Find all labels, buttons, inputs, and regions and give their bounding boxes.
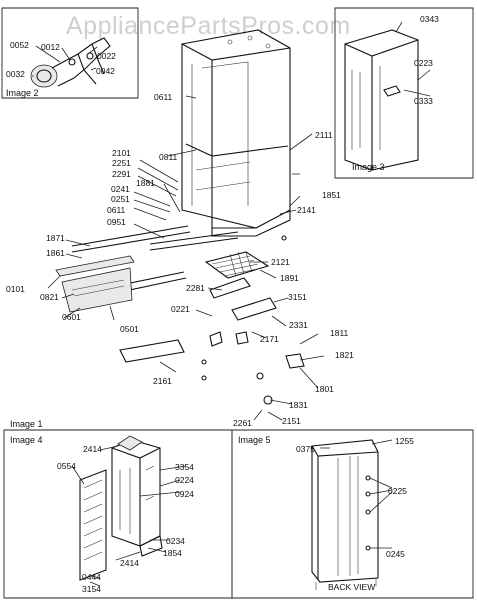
- label-0611: 0611: [154, 92, 173, 102]
- label-1881: 1881: [136, 178, 155, 188]
- image3-back-panel: [344, 29, 419, 171]
- label-0811: 0811: [159, 152, 178, 162]
- label-2414: 2414: [83, 444, 102, 454]
- label-1831: 1831: [289, 400, 308, 410]
- image3-frame: [334, 7, 474, 179]
- label-1871: 1871: [46, 233, 65, 243]
- toe-grille: [55, 255, 135, 313]
- label-2291: 2291: [112, 169, 131, 179]
- label-2141: 2141: [297, 205, 316, 215]
- label-0601: 0601: [62, 312, 81, 322]
- label-0444: 0444: [82, 572, 101, 582]
- label-2111: 2111: [315, 130, 333, 140]
- image4-frame: [3, 429, 233, 599]
- label-2261: 2261: [233, 418, 252, 428]
- label-1861: 1861: [46, 248, 65, 258]
- label-2121: 2121: [271, 257, 290, 267]
- image4-caption: Image 4: [10, 435, 43, 445]
- image5-frame: [231, 429, 474, 599]
- label-0022: 0022: [97, 51, 116, 61]
- label-1891: 1891: [280, 273, 299, 283]
- label-2251: 2251: [112, 158, 131, 168]
- back-view-label: BACK VIEW: [328, 582, 375, 592]
- label-0501: 0501: [120, 324, 139, 334]
- label-1801: 1801: [315, 384, 334, 394]
- label-0241: 0241: [111, 184, 130, 194]
- label-0223: 0223: [414, 58, 433, 68]
- image5-inset: 0375 1255 0225 0245 BACK VIEW Image 5: [231, 429, 474, 599]
- lower-brackets: [119, 235, 305, 405]
- label-0221: 0221: [171, 304, 190, 314]
- label-2161: 2161: [153, 376, 172, 386]
- label-0554: 0554: [57, 461, 76, 471]
- label-2151: 2151: [282, 416, 301, 426]
- label-0821: 0821: [40, 292, 59, 302]
- label-0224: 0224: [175, 475, 194, 485]
- label-0924: 0924: [175, 489, 194, 499]
- image2-motor-assembly: [30, 37, 111, 88]
- label-0245: 0245: [386, 549, 405, 559]
- image4-column-assembly: [79, 435, 163, 581]
- label-0611b: 0611: [107, 205, 126, 215]
- label-1854: 1854: [163, 548, 182, 558]
- label-3151: 3151: [288, 292, 307, 302]
- label-3154: 3154: [82, 584, 101, 594]
- label-0251: 0251: [111, 194, 130, 204]
- label-1255: 1255: [395, 436, 414, 446]
- label-0375: 0375: [296, 444, 315, 454]
- image1-caption: Image 1: [10, 419, 43, 429]
- label-0052: 0052: [10, 40, 29, 50]
- label-0032: 0032: [6, 69, 25, 79]
- label-0333: 0333: [414, 96, 433, 106]
- image4-inset: 2414 3354 0554 0224 0924 0234 1854 2414 …: [3, 429, 233, 599]
- label-2281: 2281: [186, 283, 205, 293]
- label-3354: 3354: [175, 462, 194, 472]
- label-0042: 0042: [96, 66, 115, 76]
- watermark: AppliancePartsPros.com: [66, 12, 351, 40]
- drain-pan: [204, 251, 270, 279]
- label-0343: 0343: [420, 14, 439, 24]
- image1-main-assembly: 0611 2111 2101 2251 2291 0811 1881 0241 …: [6, 29, 354, 429]
- label-0234: 0234: [166, 536, 185, 546]
- label-1821: 1821: [335, 350, 354, 360]
- image5-caption: Image 5: [238, 435, 271, 445]
- label-0225: 0225: [388, 486, 407, 496]
- image2-inset: 0052 0012 0022 0032 0042 Image 2: [1, 7, 139, 99]
- label-2171: 2171: [260, 334, 279, 344]
- image3-inset: 0343 0223 0333 Image 3: [334, 7, 474, 179]
- label-1851: 1851: [322, 190, 341, 200]
- image2-frame: [1, 7, 139, 99]
- image3-caption: Image 3: [352, 162, 385, 172]
- label-2331: 2331: [289, 320, 308, 330]
- cabinet-liner: [181, 29, 291, 237]
- label-2414b: 2414: [120, 558, 139, 568]
- label-1811: 1811: [330, 328, 349, 338]
- label-0951: 0951: [107, 217, 126, 227]
- label-0101: 0101: [6, 284, 25, 294]
- label-2101: 2101: [112, 148, 131, 158]
- label-0012: 0012: [41, 42, 60, 52]
- image5-back-view: [311, 439, 379, 590]
- image2-caption: Image 2: [6, 88, 39, 98]
